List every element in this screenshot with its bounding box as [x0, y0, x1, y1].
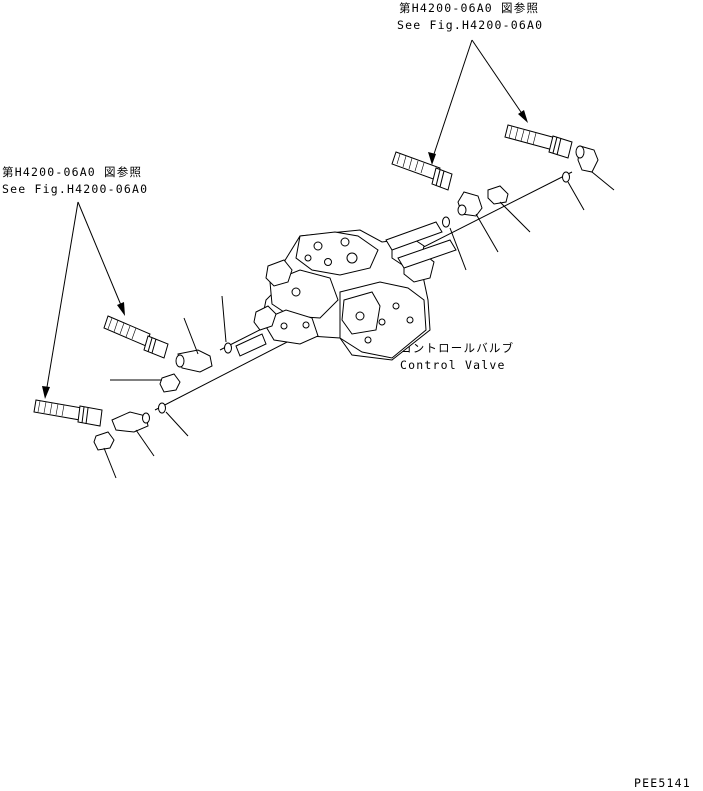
control-valve-label-en: Control Valve: [400, 358, 506, 372]
elbow-fitting-icon: [457, 191, 499, 253]
elbow-fitting-icon: [575, 145, 615, 191]
top-right-ref-en: See Fig.H4200-06A0: [397, 18, 543, 32]
top-right-ref-arrows: [428, 39, 528, 165]
drawing-code: PEE5141: [634, 776, 691, 790]
hose-icon: [103, 315, 169, 359]
plug-icon: [110, 373, 181, 393]
hose-icon: [504, 124, 573, 159]
o-ring-icon: [158, 402, 189, 437]
o-ring-icon: [562, 171, 585, 211]
top-right-ref-jp: 第H4200-06A0 図参照: [399, 1, 539, 15]
left-ref-arrows: [42, 201, 125, 399]
elbow-fitting-icon: [111, 411, 155, 457]
plug-icon: [93, 431, 117, 479]
valve-port-pipes: [235, 221, 457, 357]
o-ring-icon: [221, 295, 232, 354]
plug-icon: [487, 185, 531, 233]
control-valve-label-jp: コントロールバルブ: [400, 341, 514, 355]
hose-icon: [33, 399, 103, 427]
o-ring-icon: [442, 216, 467, 271]
left-ref-jp: 第H4200-06A0 図参照: [2, 165, 142, 179]
elbow-fitting-icon: [175, 317, 213, 373]
left-ref-en: See Fig.H4200-06A0: [2, 182, 148, 196]
hose-icon: [391, 151, 453, 191]
control-valve-icon: [253, 229, 435, 361]
